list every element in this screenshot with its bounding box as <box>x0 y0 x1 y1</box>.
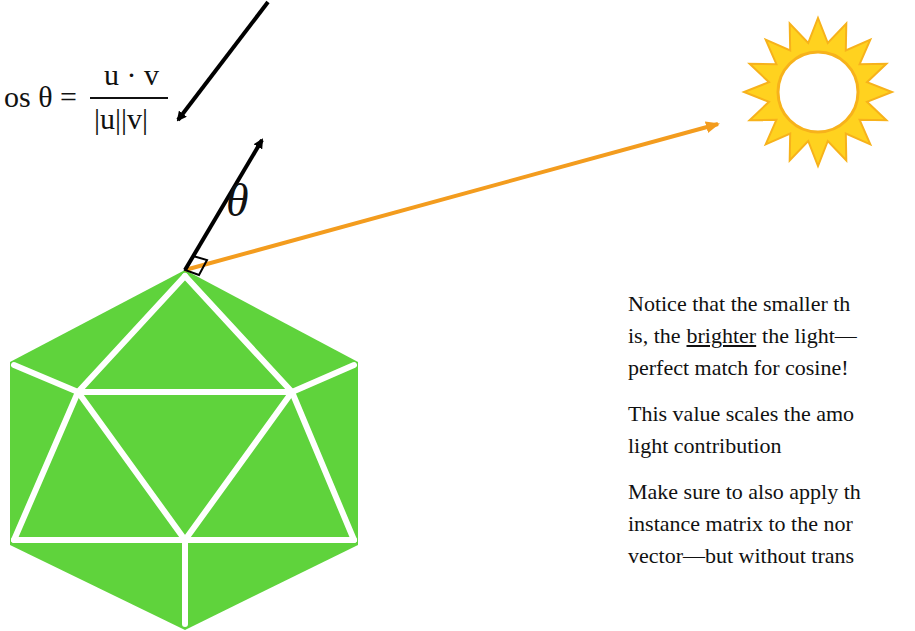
note-text: the light— <box>762 322 857 350</box>
normal-vector <box>185 140 262 270</box>
emphasis-word: brighter <box>687 322 757 350</box>
note-text: instance matrix to the nor <box>628 510 853 538</box>
fraction-bar <box>90 97 168 99</box>
formula-text: os θ = <box>4 80 77 113</box>
angle-symbol: θ <box>226 176 249 227</box>
note-line: This value scales the amo <box>628 400 860 428</box>
note-text: light contribution <box>628 432 781 460</box>
sun <box>744 18 892 166</box>
note-text: Notice that the smaller th <box>628 290 850 318</box>
note-text: perfect match for cosine! <box>628 354 849 382</box>
sun-rays <box>744 18 892 166</box>
formula-numerator: u · v <box>104 58 159 91</box>
icosahedron <box>10 270 358 630</box>
pointer-arrow <box>178 2 268 120</box>
note-text: Make sure to also apply th <box>628 478 861 506</box>
note-line: Notice that the smaller th <box>628 290 856 318</box>
sun-core <box>778 52 858 132</box>
formula-denominator: |u||v| <box>94 102 148 135</box>
note-line: vector—but without trans <box>628 542 860 570</box>
light-vector <box>185 124 718 270</box>
note-text: vector—but without trans <box>628 542 854 570</box>
note-line: is, thebrighterthe light— <box>628 322 863 350</box>
right-angle-mark <box>185 256 207 275</box>
note-line: Make sure to also apply th <box>628 478 867 506</box>
note-line: perfect match for cosine! <box>628 354 854 382</box>
note-line: instance matrix to the nor <box>628 510 859 538</box>
note-text: is, the <box>628 322 681 350</box>
note-text: This value scales the amo <box>628 400 854 428</box>
note-line: light contribution <box>628 432 787 460</box>
